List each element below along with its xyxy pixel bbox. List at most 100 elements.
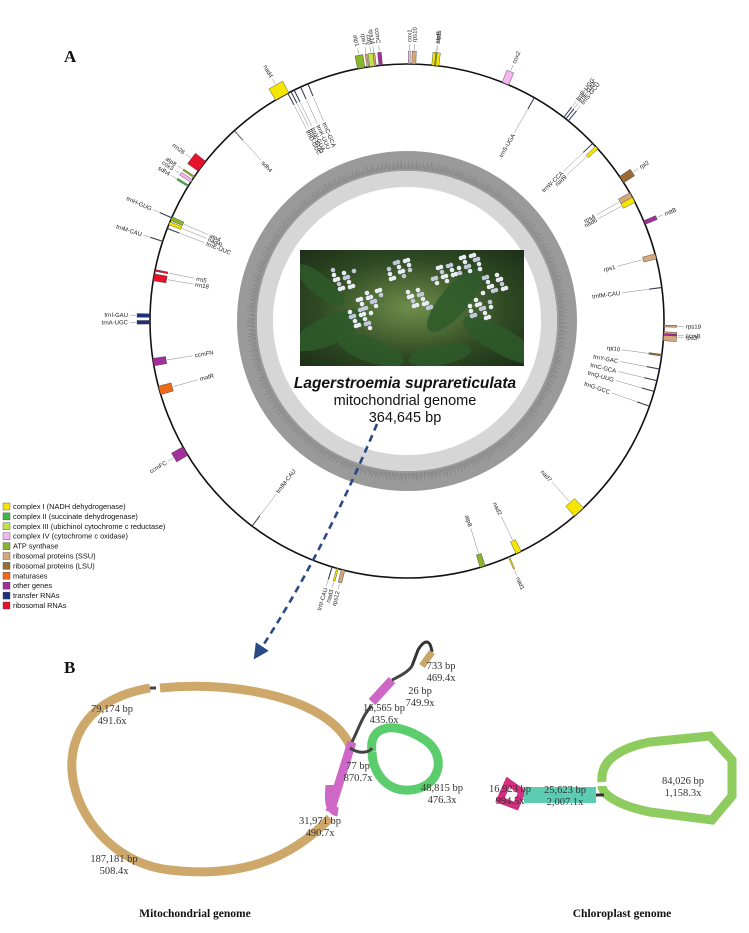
gene-block xyxy=(568,111,577,122)
flower xyxy=(397,265,402,270)
label-len-3: 77 bp xyxy=(346,761,370,772)
flower xyxy=(407,295,412,300)
label-len-1: 187,181 bp xyxy=(90,854,137,865)
flower xyxy=(470,314,475,319)
cp-label-depth-1: 2,007.1x xyxy=(547,797,585,808)
gene-label: rps1 xyxy=(603,265,616,274)
panel-letter-b: B xyxy=(64,658,75,677)
gene-leader xyxy=(552,482,569,501)
gene-leader xyxy=(313,97,323,121)
flower xyxy=(359,313,364,318)
legend: complex I (NADH dehydrogenase)complex II… xyxy=(3,502,165,610)
flower xyxy=(486,280,491,285)
legend-swatch xyxy=(3,602,10,609)
flower xyxy=(459,256,464,261)
flower xyxy=(348,310,353,315)
gene-leader xyxy=(171,175,176,178)
legend-label: complex II (succinate dehydrogenase) xyxy=(13,512,138,521)
flower xyxy=(464,265,469,270)
gene-label: trnI-GAU xyxy=(104,313,128,319)
flower xyxy=(389,277,394,282)
species-name: Lagerstroemia suprareticulata xyxy=(294,375,517,392)
legend-swatch xyxy=(3,523,10,530)
flower xyxy=(360,302,365,307)
gene-block xyxy=(408,51,410,64)
gene-block xyxy=(355,55,365,69)
legend-label: ribosomal RNAs xyxy=(13,601,67,610)
gene-block xyxy=(502,70,514,85)
gene-label: trnfM-CAU xyxy=(592,291,621,301)
flower xyxy=(375,289,380,294)
gene-block xyxy=(150,237,163,242)
label-depth-1: 508.4x xyxy=(100,866,130,877)
flower xyxy=(416,288,421,293)
gene-leader xyxy=(471,528,479,553)
gene-label: nad4 xyxy=(261,64,273,79)
gene-leader xyxy=(178,166,183,169)
flower xyxy=(468,304,473,309)
contig-16565 xyxy=(372,680,392,702)
legend-label: complex IV (cytochrome c oxidase) xyxy=(13,532,128,541)
label-len-6: 26 bp xyxy=(408,686,432,697)
label-len-0: 79,174 bp xyxy=(91,704,133,715)
flower xyxy=(406,290,411,295)
cp-label-depth-0: 994.5x xyxy=(496,796,526,807)
gene-block xyxy=(153,357,167,366)
gene-label: matR xyxy=(199,373,215,383)
gene-leader xyxy=(272,79,275,84)
gene-leader xyxy=(153,210,158,212)
gene-leader xyxy=(616,380,641,387)
flower xyxy=(474,298,479,303)
cp-label-len-2: 84,026 bp xyxy=(662,776,704,787)
gene-leader xyxy=(622,289,648,292)
mito-assembly-graph xyxy=(72,642,438,872)
legend-label: ATP synthase xyxy=(13,542,58,551)
label-depth-2: 490.7x xyxy=(306,828,336,839)
gene-leader xyxy=(564,153,583,171)
legend-swatch xyxy=(3,533,10,540)
gene-label: rrn26 xyxy=(171,143,186,157)
legend-label: other genes xyxy=(13,581,52,590)
gene-leader xyxy=(514,110,527,133)
flower xyxy=(441,275,446,280)
gene-label: trnH-GUG xyxy=(125,196,152,212)
flower xyxy=(365,291,370,296)
gene-leader xyxy=(511,65,513,71)
gene-label: atp1 xyxy=(351,35,359,48)
flower xyxy=(402,274,407,279)
label-depth-0: 491.6x xyxy=(98,716,128,727)
gene-label: cox2 xyxy=(512,50,523,65)
gene-leader xyxy=(297,104,309,127)
flower xyxy=(451,273,456,278)
gene-block xyxy=(333,568,338,581)
legend-swatch xyxy=(3,553,10,560)
flower xyxy=(411,299,416,304)
gene-label: nad2 xyxy=(491,502,502,517)
legend-label: ribosomal proteins (LSU) xyxy=(13,561,95,570)
label-depth-6: 749.9x xyxy=(406,698,436,709)
assembly-labels: 79,174 bp 491.6x 187,181 bp 508.4x 31,97… xyxy=(90,661,704,877)
gene-label: sdh4 xyxy=(260,160,274,174)
flower xyxy=(366,296,371,301)
legend-swatch xyxy=(3,582,10,589)
genome-type: mitochondrial genome xyxy=(334,393,477,409)
flower xyxy=(332,273,337,278)
flower xyxy=(387,267,392,272)
gene-label: rpl10 xyxy=(606,346,621,354)
flower xyxy=(407,263,412,268)
legend-label: ribosomal proteins (SSU) xyxy=(13,552,96,561)
flower xyxy=(481,291,486,296)
gene-leader xyxy=(657,215,663,217)
label-len-2: 31,971 bp xyxy=(299,816,341,827)
flower xyxy=(393,261,398,266)
gene-leader xyxy=(244,141,261,160)
flower xyxy=(446,264,451,269)
gene-block xyxy=(649,353,662,356)
gene-leader xyxy=(373,46,374,52)
flower xyxy=(379,293,384,298)
flower xyxy=(431,277,436,282)
flower xyxy=(369,311,374,316)
gene-label: rps19 xyxy=(686,324,702,330)
flower xyxy=(374,304,379,309)
flower xyxy=(363,317,368,322)
